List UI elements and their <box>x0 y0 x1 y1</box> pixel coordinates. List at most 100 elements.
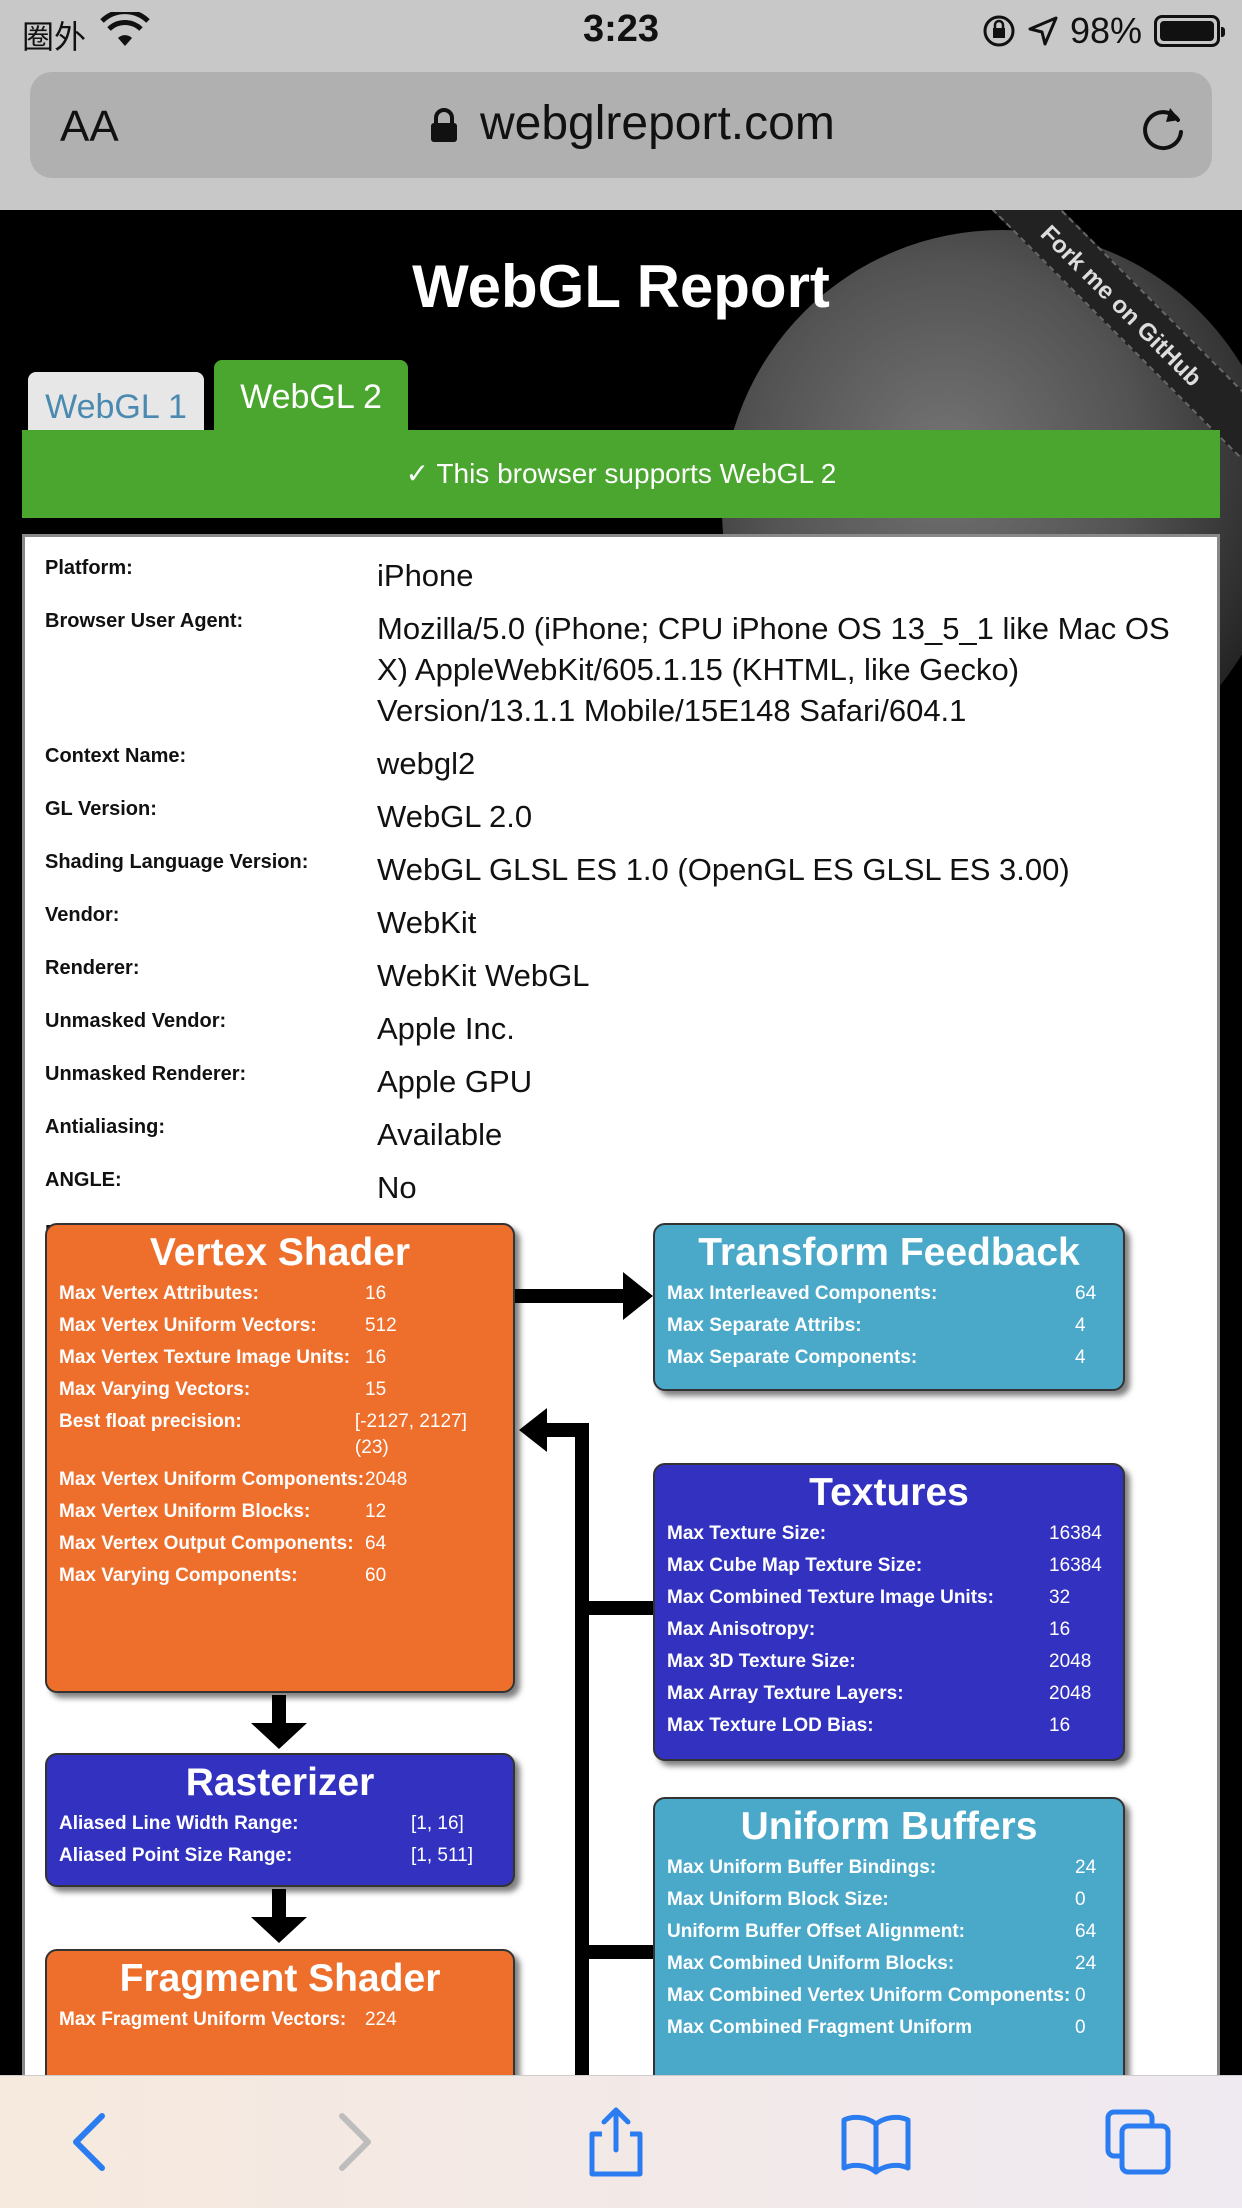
row-value: 2048 <box>1049 1683 1092 1704</box>
vertex-row: Max Varying Vectors:15 <box>59 1377 501 1403</box>
rasterizer-rows: Aliased Line Width Range:[1, 16]Aliased … <box>47 1811 513 1869</box>
text-size-button[interactable]: AA <box>60 102 119 151</box>
bookmarks-icon[interactable] <box>840 2106 912 2178</box>
back-icon[interactable] <box>56 2106 128 2178</box>
carrier-label: 圈外 <box>22 19 87 55</box>
uniform-buffers-row: Max Combined Uniform Blocks:24 <box>667 1951 1111 1977</box>
info-key: Context Name: <box>45 745 187 767</box>
row-label: Max Uniform Block Size: <box>667 1889 889 1910</box>
vertex-row: Max Vertex Uniform Vectors: 512 <box>59 1313 501 1339</box>
info-row: Renderer:WebKit WebGL <box>45 955 1215 996</box>
share-icon[interactable] <box>580 2106 652 2178</box>
arrow-textures-branch <box>575 1601 653 1615</box>
url-text[interactable]: webglreport.com <box>480 97 835 150</box>
fragment-shader-box: Fragment Shader Max Fragment Uniform Vec… <box>45 1949 515 2075</box>
info-key: Shading Language Version: <box>45 851 309 873</box>
transform-row: Max Interleaved Components:64 <box>667 1281 1111 1307</box>
uniform-buffers-row: Max Combined Vertex Uniform Components:0 <box>667 1983 1111 2009</box>
row-label: Max Fragment Uniform Vectors: <box>59 2009 347 2030</box>
row-label: Uniform Buffer Offset Alignment: <box>667 1921 966 1942</box>
row-label: Max Separate Attribs: <box>667 1315 862 1336</box>
lock-icon <box>431 108 457 142</box>
row-value: 16 <box>1049 1715 1071 1736</box>
transform-row: Max Separate Attribs:4 <box>667 1313 1111 1339</box>
row-label: Max Vertex Attributes: <box>59 1283 259 1304</box>
row-label: Max Combined Uniform Blocks: <box>667 1953 955 1974</box>
row-label: Max Vertex Texture Image Units: <box>59 1347 351 1368</box>
row-value: 16 <box>1049 1619 1071 1640</box>
vertex-shader-title: Vertex Shader <box>149 1231 411 1274</box>
transform-feedback-title: Transform Feedback <box>698 1231 1080 1274</box>
tabs-icon[interactable] <box>1102 2106 1174 2178</box>
info-key: Antialiasing: <box>45 1116 166 1138</box>
row-label: Max Vertex Uniform Vectors: <box>59 1315 317 1336</box>
tab-webgl-1[interactable]: WebGL 1 <box>28 372 204 438</box>
info-key: Renderer: <box>45 957 140 979</box>
row-label: Max Varying Components: <box>59 1565 298 1586</box>
info-row: ANGLE:No <box>45 1167 1215 1208</box>
row-value: 12 <box>365 1501 387 1522</box>
row-label: Max 3D Texture Size: <box>667 1651 856 1672</box>
uniform-buffers-row: Uniform Buffer Offset Alignment:64 <box>667 1919 1111 1945</box>
row-label: Max Varying Vectors: <box>59 1379 251 1400</box>
info-row: Shading Language Version:WebGL GLSL ES 1… <box>45 849 1215 890</box>
info-value: Mozilla/5.0 (iPhone; CPU iPhone OS 13_5_… <box>377 611 1170 728</box>
row-value: 16 <box>365 1347 387 1368</box>
info-key: Unmasked Renderer: <box>45 1063 247 1085</box>
row-value: 16 <box>365 1283 387 1304</box>
arrow-head-right <box>623 1272 653 1320</box>
info-value: Available <box>377 1117 503 1152</box>
reload-icon[interactable] <box>1136 100 1190 154</box>
info-value: Apple Inc. <box>377 1011 515 1046</box>
info-row: Antialiasing: Available <box>45 1114 1215 1155</box>
rasterizer-box: Rasterizer Aliased Line Width Range:[1, … <box>45 1753 515 1887</box>
info-key: Vendor: <box>45 904 120 926</box>
row-value: [1, 16] <box>411 1813 464 1834</box>
address-bar[interactable]: AA webglreport.com <box>30 72 1212 178</box>
textures-row: Max Texture LOD Bias:16 <box>667 1713 1111 1739</box>
row-value: 16384 <box>1049 1523 1102 1544</box>
row-label: Max Anisotropy: <box>667 1619 816 1640</box>
row-value: 2048 <box>365 1469 408 1490</box>
row-value: 0 <box>1075 1889 1086 1910</box>
arrow-vertex-to-transform <box>515 1289 625 1303</box>
rasterizer-row: Aliased Point Size Range:[1, 511] <box>59 1843 501 1869</box>
arrow-uniform-branch <box>575 1945 653 1959</box>
row-label: Best float precision: <box>59 1411 242 1432</box>
row-label: Aliased Point Size Range: <box>59 1845 293 1866</box>
textures-row: Max Array Texture Layers:2048 <box>667 1681 1111 1707</box>
info-value: No <box>377 1170 417 1205</box>
info-key: GL Version: <box>45 798 157 820</box>
vertex-row: Max Vertex Output Components:64 <box>59 1531 501 1557</box>
battery-icon <box>1154 15 1225 47</box>
info-key: Unmasked Vendor: <box>45 1010 227 1032</box>
arrow-vertex-to-rasterizer <box>272 1695 286 1725</box>
row-value: 512 <box>365 1315 397 1336</box>
info-key: Browser User Agent: <box>45 610 244 632</box>
browser-toolbar <box>0 2075 1242 2208</box>
info-row: Platform:iPhone <box>45 555 1215 596</box>
row-value: 64 <box>365 1533 387 1554</box>
vertex-row: Max Vertex Uniform Blocks: 12 <box>59 1499 501 1525</box>
arrow-vertical-feed <box>575 1423 589 2075</box>
fragment-shader-title: Fragment Shader <box>119 1957 441 2000</box>
webpage: WebGL Report Fork me on GitHub WebGL 1 W… <box>0 210 1242 2075</box>
vertex-row: Max Vertex Texture Image Units: 16 <box>59 1345 501 1371</box>
page-title: WebGL Report <box>412 253 830 320</box>
row-label: Max Vertex Uniform Blocks: <box>59 1501 311 1522</box>
row-label: Max Combined Fragment Uniform <box>667 2017 973 2038</box>
arrow-rasterizer-to-fragment <box>272 1889 286 1919</box>
fragment-shader-rows: Max Fragment Uniform Vectors:224 <box>47 2007 513 2033</box>
forward-icon[interactable] <box>316 2106 388 2178</box>
tab-webgl-2[interactable]: WebGL 2 <box>214 360 408 438</box>
uniform-buffers-row: Max Uniform Block Size: 0 <box>667 1887 1111 1913</box>
row-label: Max Combined Texture Image Units: <box>667 1587 994 1608</box>
vertex-row: Max Vertex Attributes: 16 <box>59 1281 501 1307</box>
transform-row: Max Separate Components:4 <box>667 1345 1111 1371</box>
row-label: Max Separate Components: <box>667 1347 918 1368</box>
textures-row: Max Combined Texture Image Units:32 <box>667 1585 1111 1611</box>
